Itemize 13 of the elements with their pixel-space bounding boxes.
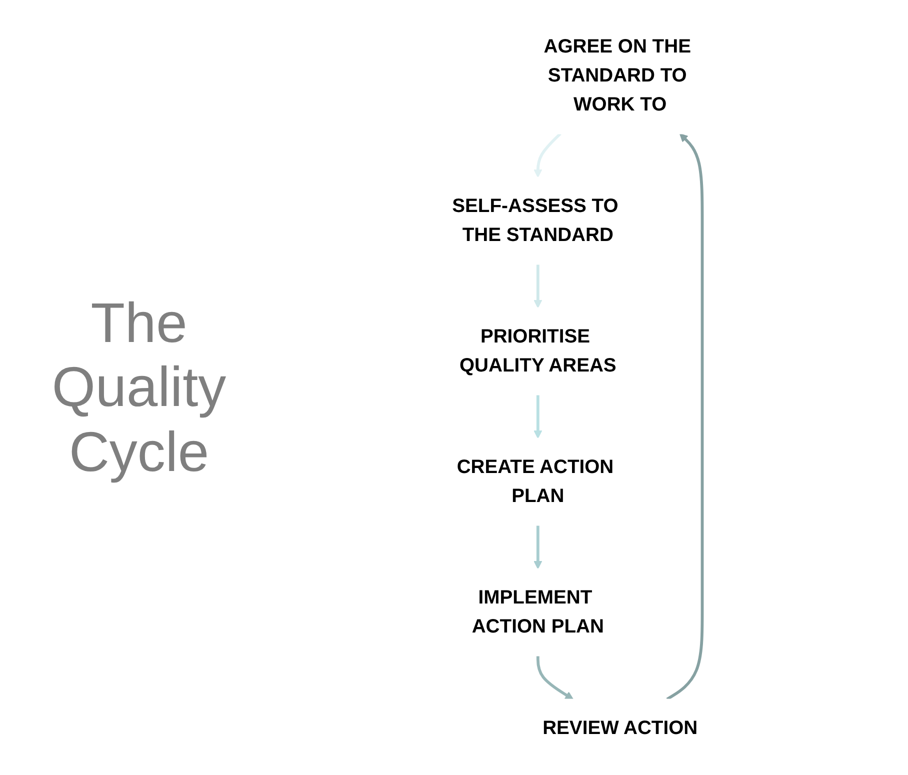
arrow: [666, 133, 704, 700]
node-text: PRIORITISE QUALITY AREAS: [459, 326, 616, 376]
arrow: [534, 132, 562, 178]
node-text: AGREE ON THE STANDARD TO WORK TO: [544, 36, 691, 116]
arrow: [534, 394, 542, 439]
node-text: REVIEW ACTION: [542, 718, 698, 739]
arrow: [534, 525, 542, 570]
node-text: IMPLEMENT ACTION PLAN: [472, 587, 604, 638]
node-text: SELF-ASSESS TO THE STANDARD: [452, 196, 618, 246]
node-text: CREATE ACTION PLAN: [456, 456, 614, 507]
arrow: [536, 656, 574, 700]
arrow: [534, 264, 542, 308]
title: The Quality Cycle: [50, 290, 228, 484]
